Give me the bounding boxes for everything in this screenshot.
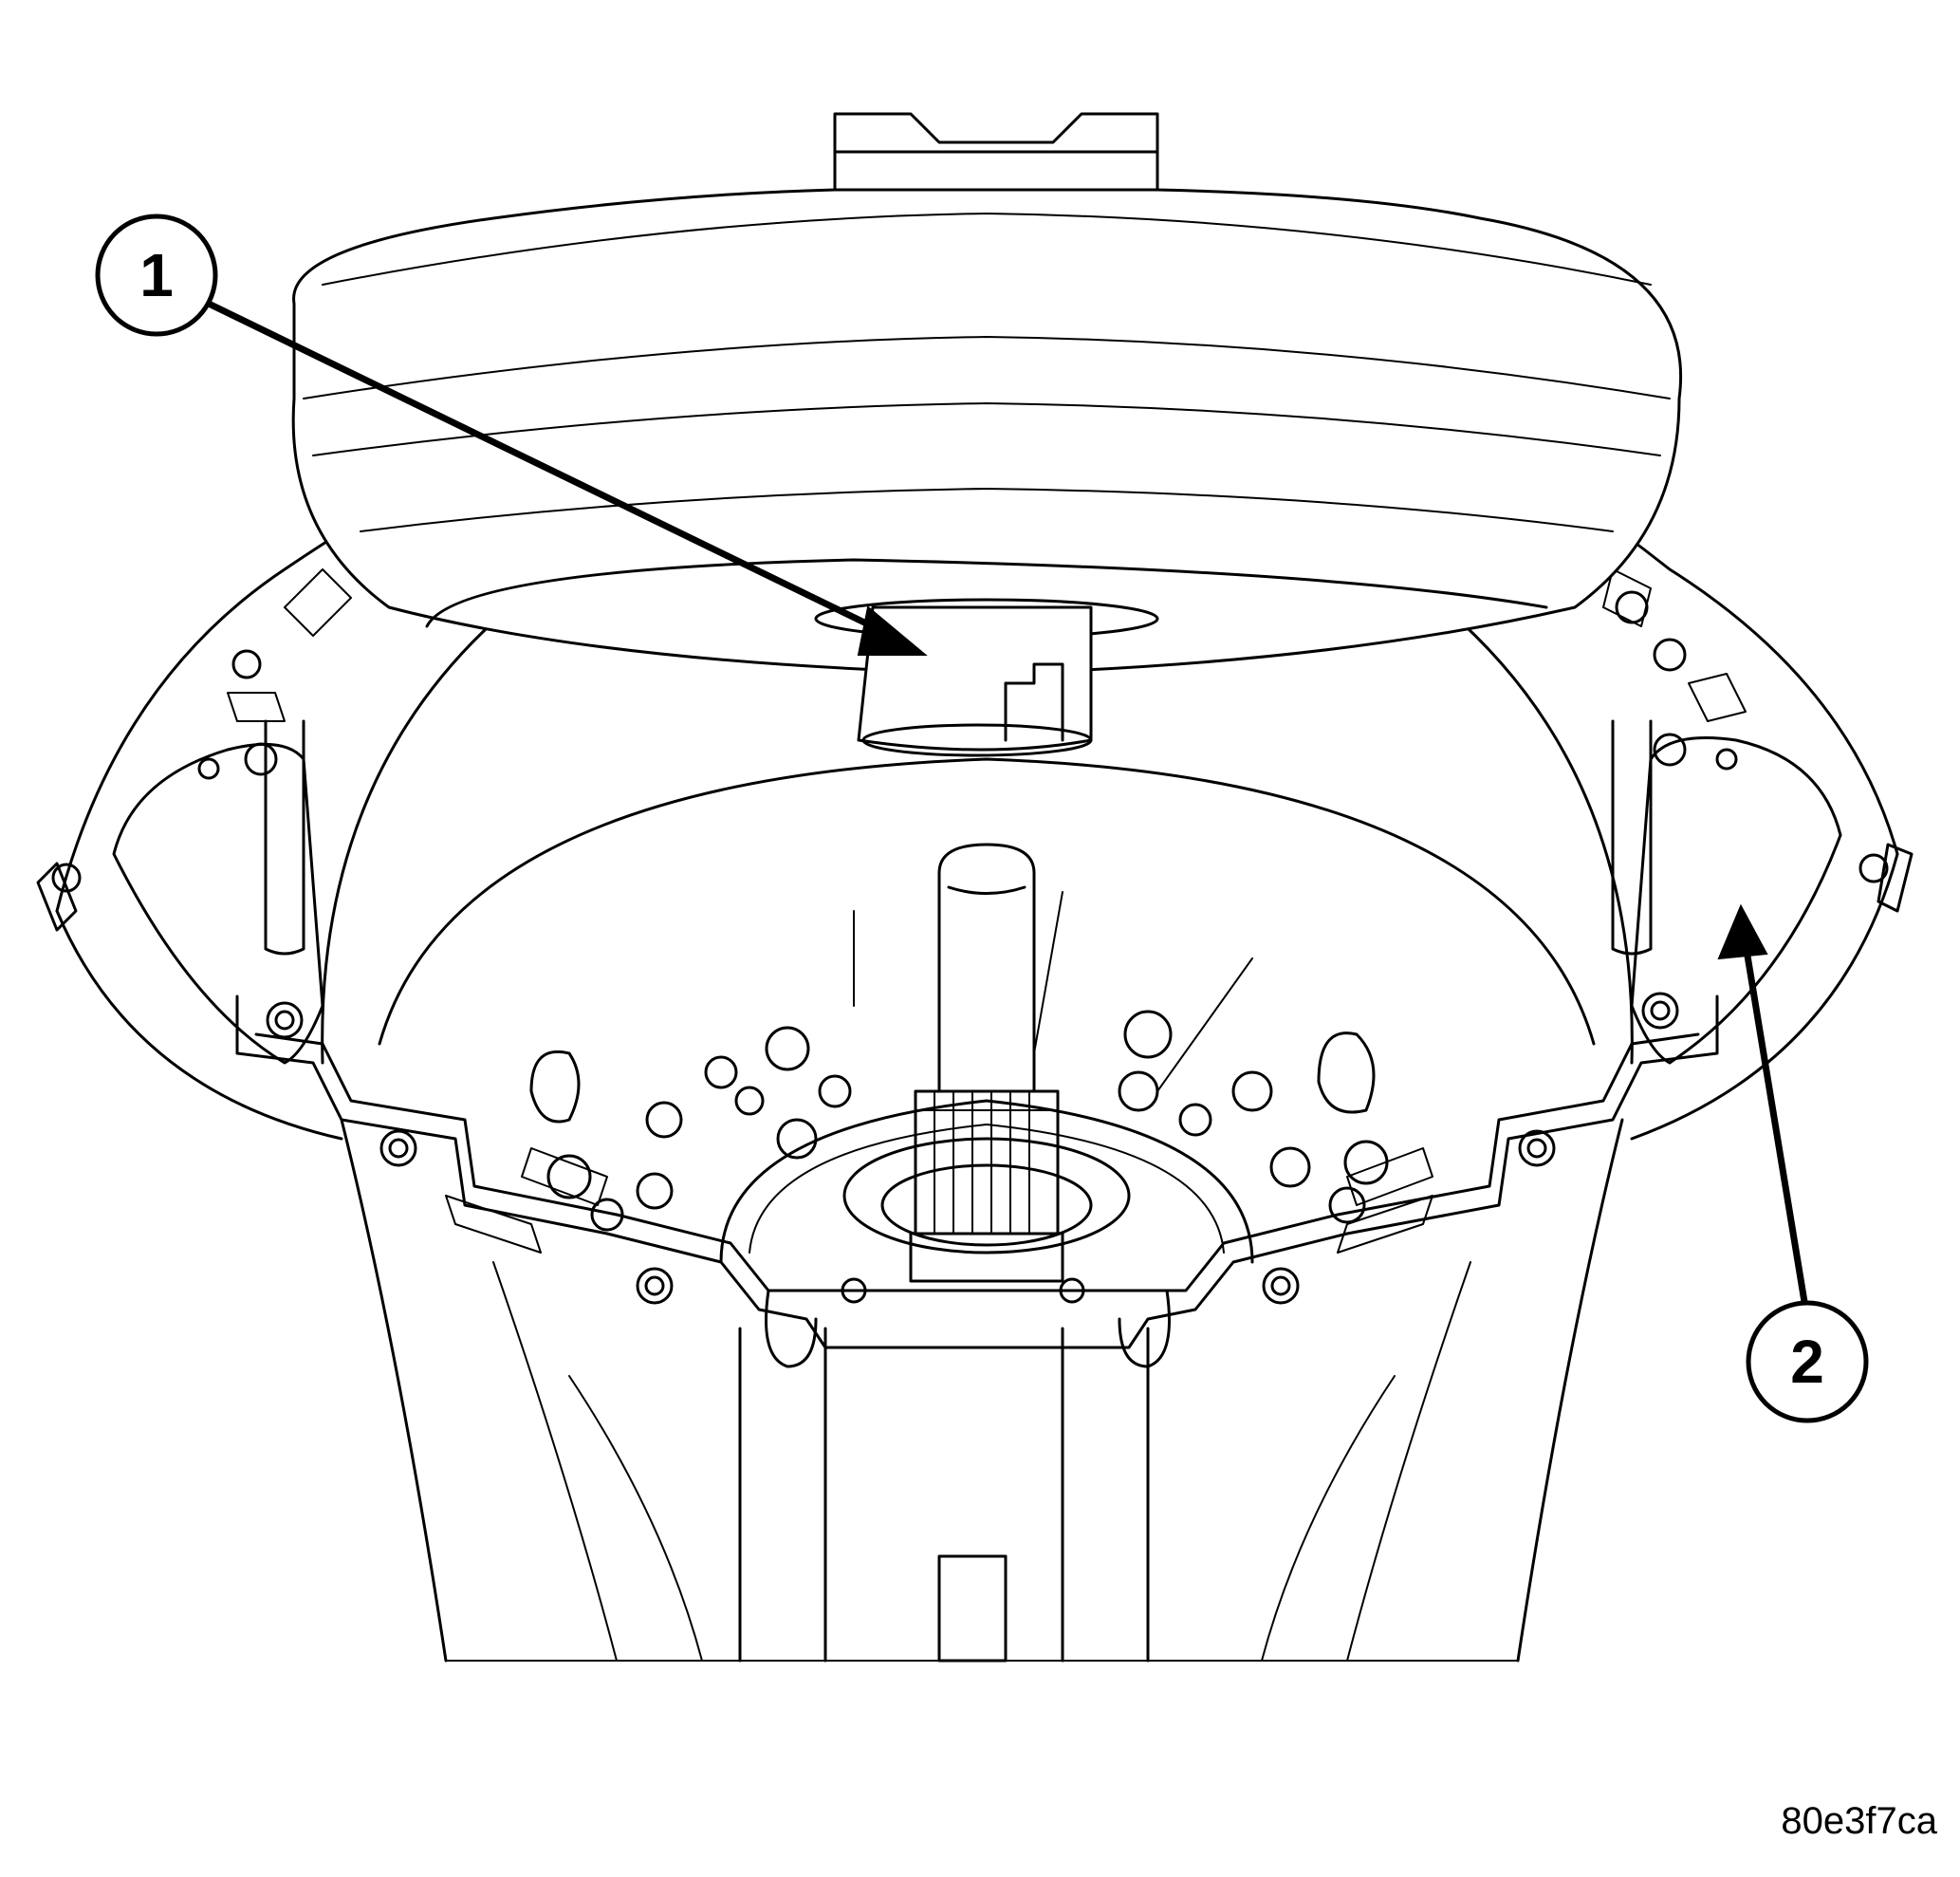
callout-2: 2 bbox=[1717, 903, 1869, 1423]
torque-converter bbox=[291, 112, 1682, 676]
pump-assembly bbox=[529, 891, 1389, 1368]
callout-1: 1 bbox=[95, 214, 928, 656]
transmission-case-body bbox=[340, 1118, 1624, 1663]
case-mounting-flange bbox=[197, 568, 1747, 1349]
callout-1-label: 1 bbox=[139, 241, 174, 309]
callout-2-label: 2 bbox=[1790, 1328, 1824, 1396]
converter-hub bbox=[857, 605, 1093, 757]
figure-id-label: 80e3f7ca bbox=[1781, 1800, 1937, 1842]
input-shaft bbox=[909, 843, 1064, 1283]
